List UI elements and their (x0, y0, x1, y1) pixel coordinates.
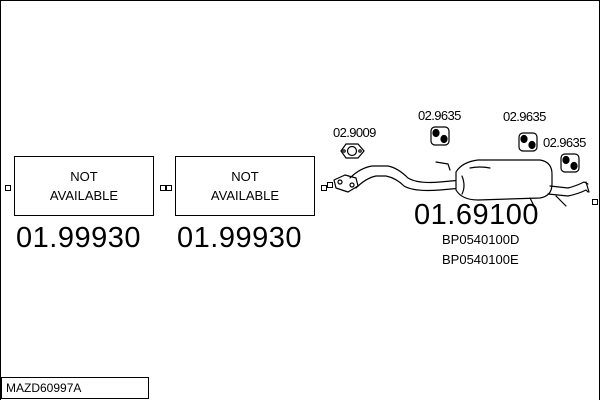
not-available-line2: AVAILABLE (49, 188, 119, 203)
not-available-line1: NOT (70, 169, 98, 184)
not-available-box-1: NOT AVAILABLE (14, 156, 154, 216)
not-available-box-2: NOT AVAILABLE (175, 156, 315, 216)
rubber-hanger-icon (560, 153, 580, 173)
fitting-label-hanger-1: 02.9635 (418, 108, 461, 123)
rubber-hanger-icon (430, 126, 450, 146)
oem-number-1: BP0540100D (442, 232, 520, 247)
not-available-line1: NOT (231, 169, 259, 184)
oem-number-2: BP0540100E (442, 252, 519, 267)
part-number-1: 01.99930 (16, 222, 141, 254)
fitting-label-hanger-2: 02.9635 (503, 109, 546, 124)
connector-marker (160, 185, 166, 191)
rear-muffler-drawing (333, 159, 590, 207)
fitting-label-hanger-3: 02.9635 (543, 135, 586, 150)
connector-marker (166, 185, 172, 191)
fitting-label-gasket: 02.9009 (333, 125, 376, 140)
connector-marker (321, 185, 327, 191)
part-number-2: 01.99930 (177, 222, 302, 254)
connector-marker (5, 185, 11, 191)
main-part-number: 01.69100 (414, 199, 539, 231)
connector-marker (592, 199, 598, 205)
connector-marker (327, 182, 333, 188)
assembly-code: MAZD60997A (1, 377, 149, 399)
not-available-line2: AVAILABLE (210, 188, 280, 203)
gasket-icon (340, 143, 365, 159)
rubber-hanger-icon (518, 132, 538, 152)
